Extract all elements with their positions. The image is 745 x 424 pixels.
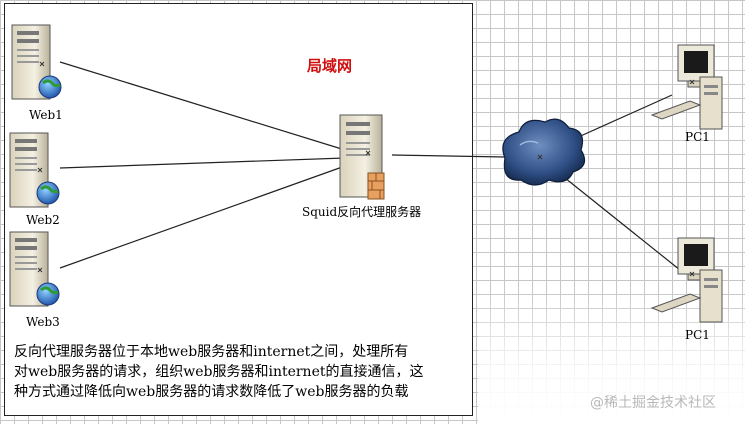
server-web2-icon — [9, 132, 60, 208]
link-cloud-pc1-bottom — [554, 169, 681, 271]
marker-pc-bottom — [689, 271, 695, 277]
server-web1-icon — [11, 24, 62, 100]
marker-pc-top — [689, 79, 695, 85]
connection-markers — [37, 61, 695, 277]
link-web2-proxy — [59, 157, 346, 169]
description-line: 反向代理服务器位于本地web服务器和internet之间，处理所有 — [14, 344, 409, 360]
internet-cloud-icon — [502, 118, 586, 186]
marker-web1 — [39, 61, 45, 67]
description-line: 对web服务器的请求，组织web服务器和internet的直接通信，这 — [14, 364, 424, 380]
server-web3-label: Web3 — [26, 315, 60, 329]
description-text: 反向代理服务器位于本地web服务器和internet之间，处理所有 对web服务… — [14, 342, 466, 402]
client-pc-bottom-icon — [650, 237, 723, 323]
marker-web3 — [37, 267, 43, 273]
proxy-label: Squid反向代理服务器 — [302, 205, 422, 219]
client-pc-top-icon — [650, 44, 723, 130]
lan-boundary-box — [4, 3, 473, 416]
marker-proxy — [365, 150, 371, 156]
link-proxy-cloud — [391, 154, 506, 158]
connection-lines — [59, 61, 681, 271]
link-web1-proxy — [59, 61, 346, 151]
marker-web2 — [37, 167, 43, 173]
server-web3-icon — [9, 231, 60, 307]
firewall-icon — [367, 172, 385, 200]
lan-title: 局域网 — [307, 57, 353, 75]
server-web2-label: Web2 — [26, 213, 60, 227]
proxy-server-icon — [339, 114, 385, 200]
watermark: @稀土掘金技术社区 — [590, 395, 716, 411]
marker-cloud — [537, 154, 543, 160]
description-line: 种方式通过降低向web服务器的请求数降低了web服务器的负载 — [14, 384, 409, 400]
link-web3-proxy — [59, 165, 346, 269]
link-cloud-pc1-top — [564, 94, 673, 144]
server-web1-label: Web1 — [29, 108, 63, 122]
client-pc-bottom-label: PC1 — [685, 328, 710, 342]
client-pc-top-label: PC1 — [685, 130, 710, 144]
